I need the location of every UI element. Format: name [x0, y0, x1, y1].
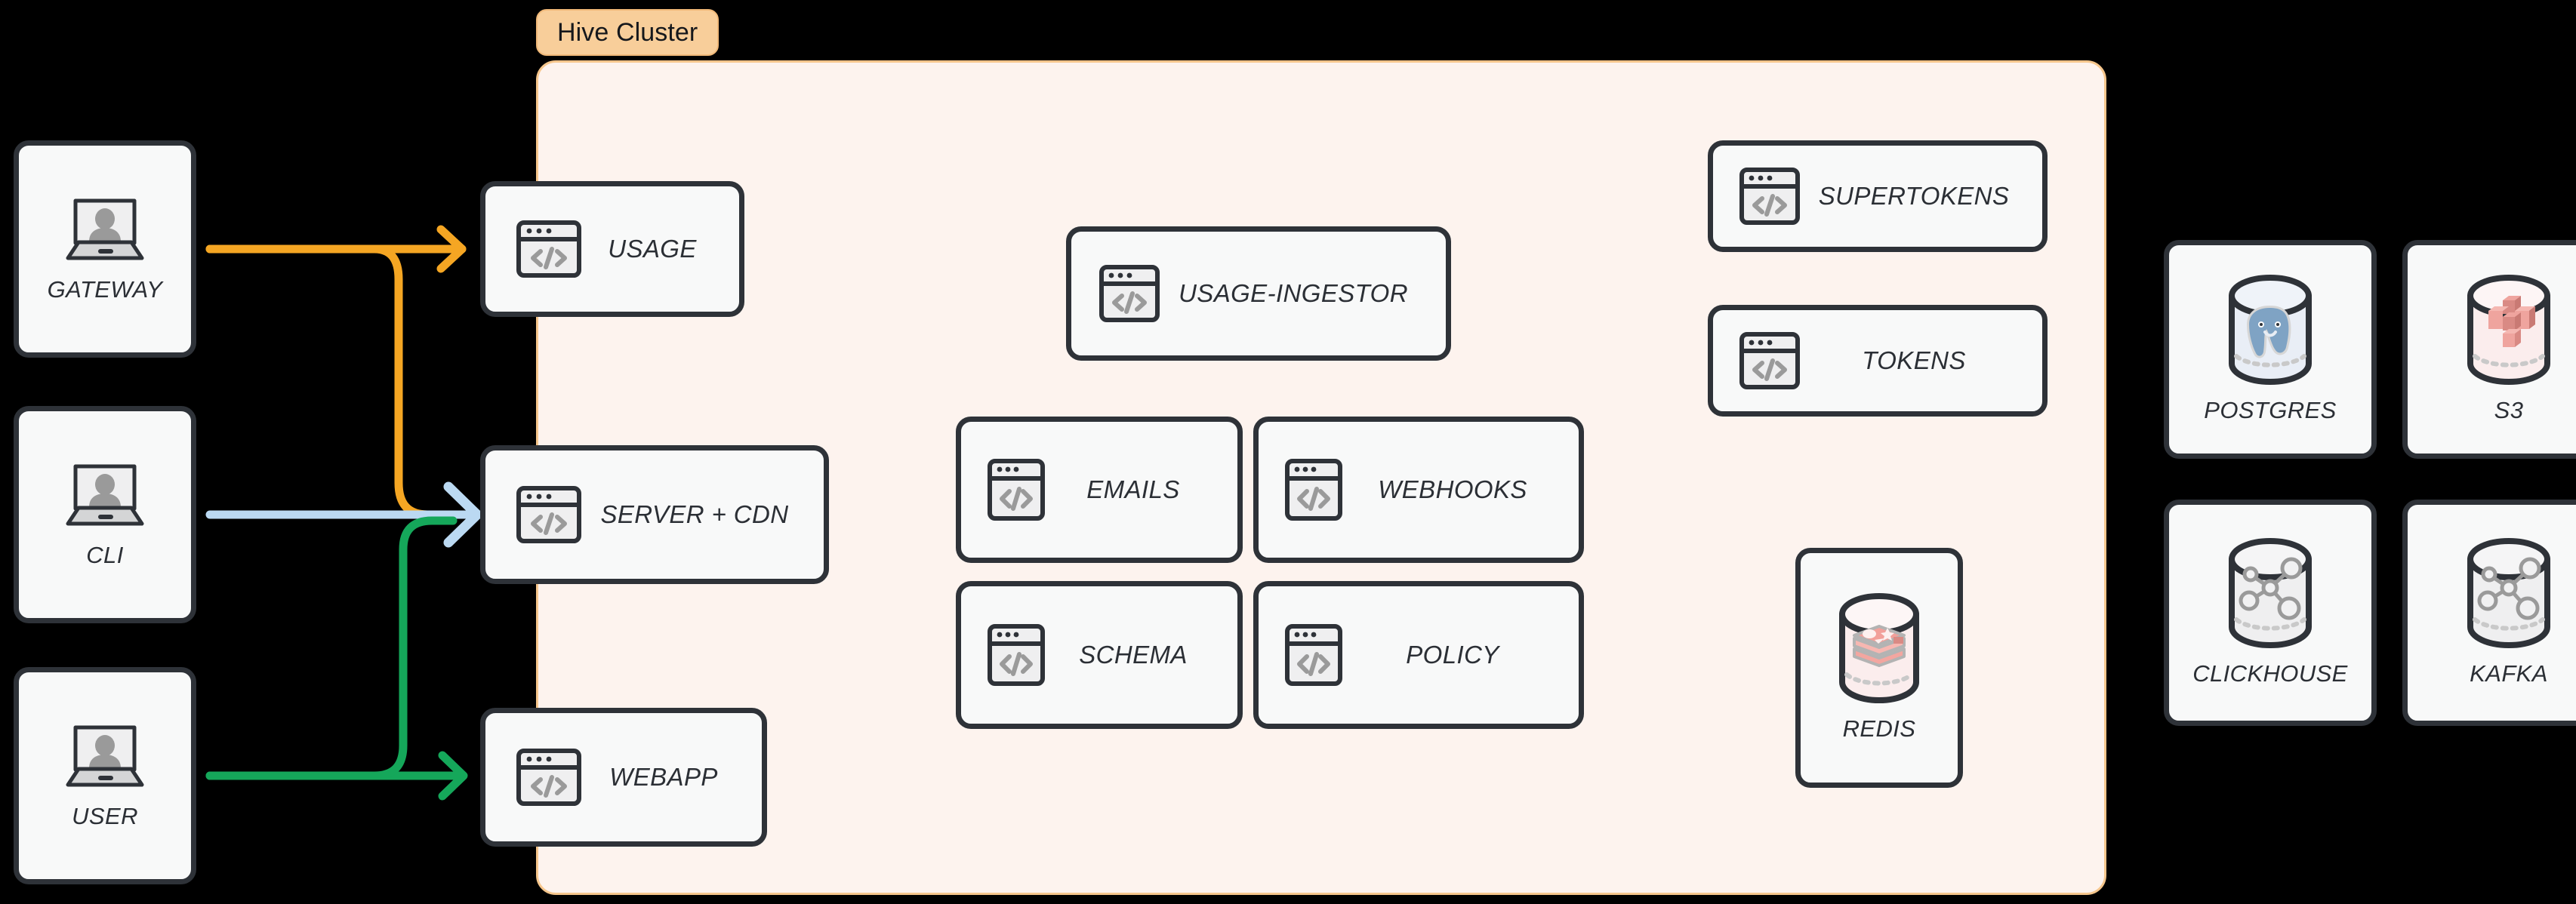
datastore-label-postgres: POSTGRES [2204, 397, 2337, 423]
code-window-icon [1285, 624, 1342, 686]
laptop-user-icon [66, 198, 144, 260]
service-node-webapp[interactable]: WEBAPP [480, 708, 767, 847]
code-window-icon [516, 749, 581, 806]
datastore-node-kafka[interactable]: KAFKA [2402, 500, 2576, 726]
client-node-user[interactable]: USER [14, 667, 196, 884]
service-label-tokens: TOKENS [1862, 346, 1966, 374]
redis-cylinder-icon [1839, 593, 1919, 703]
clickhouse-cylinder-icon [2229, 538, 2312, 648]
client-node-gateway[interactable]: GATEWAY [14, 140, 196, 358]
service-node-supertokens[interactable]: SUPERTOKENS [1708, 140, 2048, 252]
service-label-webapp: WEBAPP [609, 763, 718, 791]
service-label-emails: EMAILS [1086, 475, 1180, 503]
connector-cli-to-server-cdn [205, 481, 482, 548]
connector-user-to-webapp [205, 751, 468, 801]
service-node-policy[interactable]: POLICY [1253, 581, 1584, 729]
datastore-label-redis: REDIS [1842, 715, 1916, 742]
datastore-label-s3: S3 [2494, 397, 2524, 423]
kafka-cylinder-icon [2467, 538, 2550, 648]
connector-user-to-server-cdn [205, 516, 458, 780]
service-label-usage-ingestor: USAGE-INGESTOR [1179, 279, 1408, 307]
code-window-icon [516, 220, 581, 278]
service-label-supertokens: SUPERTOKENS [1818, 182, 2010, 210]
laptop-user-icon [66, 464, 144, 526]
connector-gateway-to-usage [205, 225, 467, 273]
laptop-user-icon [66, 725, 144, 787]
code-window-icon [1099, 265, 1160, 322]
code-window-icon [1285, 459, 1342, 521]
code-window-icon [988, 459, 1045, 521]
client-label-user: USER [72, 803, 138, 829]
client-label-cli: CLI [86, 542, 124, 568]
service-node-tokens[interactable]: TOKENS [1708, 305, 2048, 417]
datastore-node-redis[interactable]: REDIS [1795, 548, 1963, 788]
datastore-node-postgres[interactable]: POSTGRES [2164, 240, 2377, 459]
code-window-icon [1739, 332, 1800, 389]
service-node-emails[interactable]: EMAILS [956, 417, 1243, 563]
datastore-label-kafka: KAFKA [2470, 660, 2548, 687]
hive-cluster-badge: Hive Cluster [536, 9, 719, 56]
service-label-usage: USAGE [608, 235, 697, 263]
service-node-schema[interactable]: SCHEMA [956, 581, 1243, 729]
service-node-usage[interactable]: USAGE [480, 181, 744, 317]
service-node-webhooks[interactable]: WEBHOOKS [1253, 417, 1584, 563]
code-window-icon [988, 624, 1045, 686]
client-node-cli[interactable]: CLI [14, 406, 196, 623]
service-node-usage-ingestor[interactable]: USAGE-INGESTOR [1066, 226, 1451, 361]
datastore-label-clickhouse: CLICKHOUSE [2192, 660, 2348, 687]
service-node-server-cdn[interactable]: SERVER + CDN [480, 445, 829, 584]
datastore-node-clickhouse[interactable]: CLICKHOUSE [2164, 500, 2377, 726]
code-window-icon [516, 486, 581, 543]
datastore-node-s3[interactable]: S3 [2402, 240, 2576, 459]
s3-cylinder-icon [2467, 275, 2550, 385]
connector-gateway-to-server-cdn [205, 244, 458, 519]
code-window-icon [1739, 168, 1800, 225]
service-label-schema: SCHEMA [1079, 641, 1188, 669]
service-label-webhooks: WEBHOOKS [1378, 475, 1527, 503]
postgres-cylinder-icon [2229, 275, 2312, 385]
client-label-gateway: GATEWAY [47, 276, 163, 303]
service-label-policy: POLICY [1406, 641, 1499, 669]
service-label-server-cdn: SERVER + CDN [600, 500, 789, 528]
